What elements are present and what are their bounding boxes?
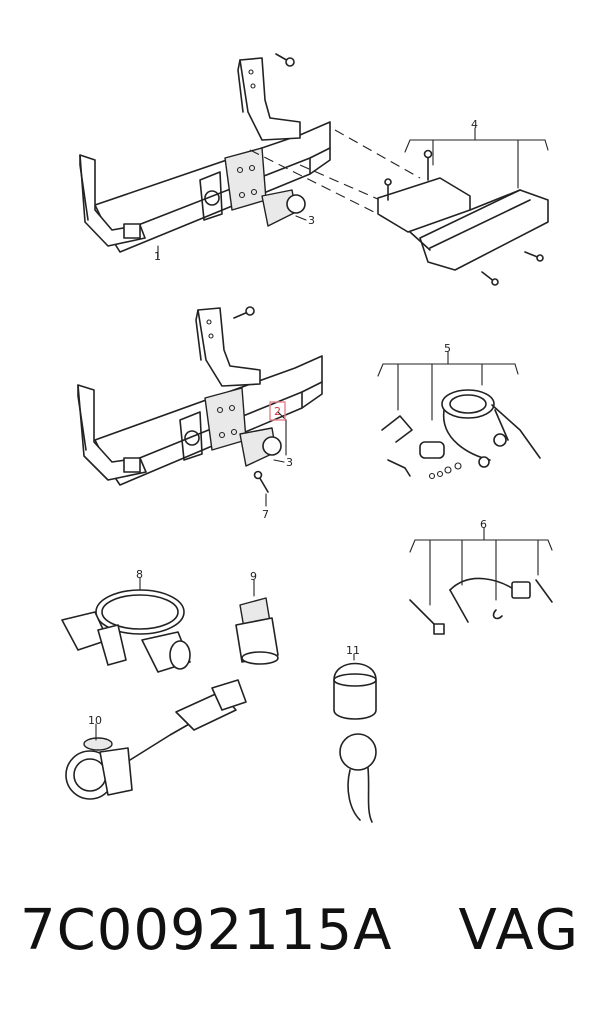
callout-labels: 1 3 4 2 3 7 5 6 8 9 10 11 — [88, 118, 487, 727]
footer: 7C0092115A VAG — [0, 898, 600, 978]
callout-3-middle: 3 — [286, 456, 293, 469]
callout-5: 5 — [444, 342, 451, 355]
callout-2: 2 — [274, 405, 281, 418]
tow-bar-assembly-top — [79, 53, 421, 253]
callout-9: 9 — [250, 570, 257, 583]
parts-diagram: 1 3 4 2 3 7 5 6 8 9 10 11 — [61, 53, 553, 823]
callout-7: 7 — [262, 508, 269, 521]
brand-label: VAG — [458, 898, 580, 963]
callout-2-highlight-box — [269, 401, 286, 421]
adapter-cable — [61, 589, 191, 673]
callout-11: 11 — [346, 644, 360, 657]
callout-6: 6 — [480, 518, 487, 531]
callout-leaders — [95, 215, 355, 741]
rear-step-bracket — [377, 127, 549, 286]
callout-8: 8 — [136, 568, 143, 581]
wiring-harness-kit — [377, 351, 541, 480]
callout-4: 4 — [471, 118, 478, 131]
part-number: 7C0092115A — [20, 898, 393, 963]
tow-bar-assembly-middle — [77, 306, 323, 493]
socket-plug — [235, 597, 279, 665]
callout-10: 10 — [88, 714, 102, 727]
tow-ball-cover — [333, 662, 377, 823]
sub-harness — [409, 527, 553, 635]
callout-3-top: 3 — [308, 214, 315, 227]
callout-1: 1 — [154, 250, 161, 263]
pin-socket-adapter — [65, 679, 247, 800]
